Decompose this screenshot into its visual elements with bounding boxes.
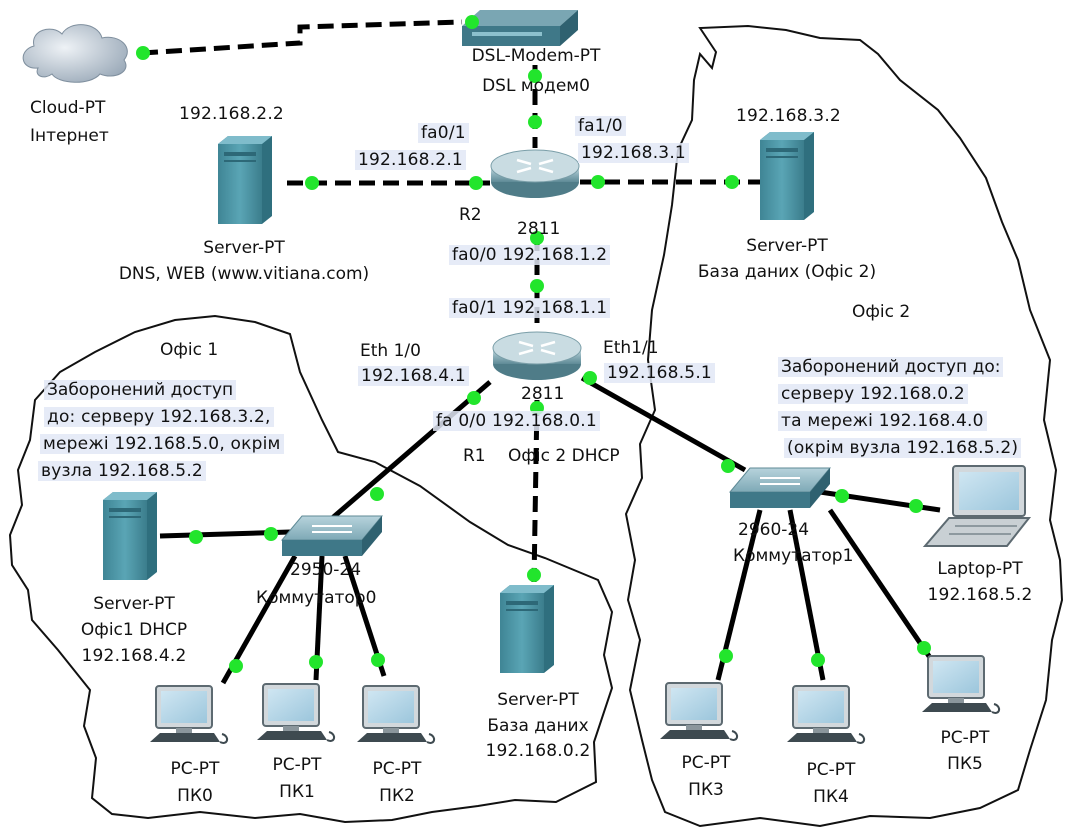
server-dhcp-office1-icon[interactable] xyxy=(103,492,157,580)
office1-note-line1: Заборонений доступ xyxy=(44,380,237,400)
pc1-icon[interactable] xyxy=(256,683,336,742)
switch0-name: Коммутатор0 xyxy=(256,588,377,608)
laptop-icon[interactable] xyxy=(922,465,1032,547)
r2-fa10-label: fa1/0 xyxy=(575,116,626,136)
office1-note-line2: до: серверу 192.168.3.2, xyxy=(44,407,274,427)
server-db-icon[interactable] xyxy=(500,585,554,673)
link-r1-switch0 xyxy=(328,380,492,522)
r1-eth11-ip: 192.168.5.1 xyxy=(604,363,715,383)
link-switch1-pc4 xyxy=(787,509,826,681)
cloud-name-label: Інтернет xyxy=(30,126,109,146)
pc5-icon[interactable] xyxy=(921,655,1001,714)
server-dns-ip: 192.168.2.2 xyxy=(179,104,284,124)
router-r2-model: 2811 xyxy=(517,219,561,239)
cloud-type-label: Cloud-PT xyxy=(30,98,106,118)
pc4-name: ПК4 xyxy=(813,787,849,807)
zone-office1-label: Офіс 1 xyxy=(160,340,219,360)
server-db-office2-icon[interactable] xyxy=(760,132,814,220)
pc5-name: ПК5 xyxy=(947,754,983,774)
pc3-type: PC-PT xyxy=(681,753,731,773)
server-db-name: База даних xyxy=(487,716,589,736)
router-r1-icon[interactable] xyxy=(491,330,583,382)
r2-fa00-label: fa0/0 192.168.1.2 xyxy=(449,245,611,265)
switch0-model: 2950-24 xyxy=(290,560,362,580)
modem-name-label: DSL модем0 xyxy=(482,76,590,96)
pc2-type: PC-PT xyxy=(372,759,422,779)
r1-fa01-label: fa0/1 192.168.1.1 xyxy=(449,298,611,318)
port-dots xyxy=(136,15,931,673)
office2-dhcp-label: Офіс 2 DHCP xyxy=(508,446,620,466)
office2-note-line4: (окрім вузла 192.168.5.2) xyxy=(784,438,1022,458)
pc2-icon[interactable] xyxy=(356,685,436,744)
server-db2-type: Server-PT xyxy=(746,236,828,256)
pc5-type: PC-PT xyxy=(940,728,990,748)
server-dns-name: DNS, WEB (www.vitiana.com) xyxy=(118,264,370,284)
server-dns-type: Server-PT xyxy=(203,238,285,258)
switch1-name: Коммутатор1 xyxy=(733,546,854,566)
link-cloud-modem xyxy=(141,19,463,56)
office1-note-line3: мережі 192.168.5.0, окрім xyxy=(40,434,284,454)
dsl-modem-icon[interactable] xyxy=(462,10,578,46)
r1-eth10-ip: 192.168.4.1 xyxy=(358,366,469,386)
server-db2-name: База даних (Офіс 2) xyxy=(697,262,877,282)
router-r2-name: R2 xyxy=(459,205,482,225)
server-db2-ip: 192.168.3.2 xyxy=(736,106,841,126)
pc2-name: ПК2 xyxy=(379,786,415,806)
switch1-model: 2960-24 xyxy=(738,520,810,540)
pc0-type: PC-PT xyxy=(170,759,220,779)
server-dhcp1-type: Server-PT xyxy=(93,594,175,614)
server-dhcp1-name: Офіс1 DHCP xyxy=(80,620,188,640)
pc4-type: PC-PT xyxy=(806,760,856,780)
server-dns-icon[interactable] xyxy=(218,136,272,224)
r1-eth10-label: Eth 1/0 xyxy=(360,341,421,361)
laptop-ip: 192.168.5.2 xyxy=(927,585,1033,605)
pc3-icon[interactable] xyxy=(659,682,739,741)
r1-fa00-label: fa 0/0 192.168.0.1 xyxy=(433,411,600,431)
modem-type-label: DSL-Modem-PT xyxy=(471,46,601,66)
r2-fa01-label: fa0/1 xyxy=(418,123,469,143)
pc0-icon[interactable] xyxy=(149,685,229,744)
r2-fa10-ip: 192.168.3.1 xyxy=(578,143,689,163)
zone-office1-outline xyxy=(8,314,614,824)
laptop-type: Laptop-PT xyxy=(937,559,1023,579)
switch0-icon[interactable] xyxy=(281,515,383,557)
office2-note-line3: та мережі 192.168.4.0 xyxy=(778,411,987,431)
router-r1-model: 2811 xyxy=(521,384,565,404)
pc3-name: ПК3 xyxy=(688,780,724,800)
office1-note-line4: вузла 192.168.5.2 xyxy=(38,461,206,481)
pc4-icon[interactable] xyxy=(786,685,866,744)
link-switch1-pc5 xyxy=(827,508,938,667)
server-db-ip: 192.168.0.2 xyxy=(485,741,591,761)
cloud-icon[interactable] xyxy=(22,24,128,83)
link-r1-switch1 xyxy=(580,375,747,473)
office2-note-line1: Заборонений доступ до: xyxy=(778,357,1004,377)
router-r2-icon[interactable] xyxy=(489,148,581,200)
zone-office2-label: Офіс 2 xyxy=(852,302,911,322)
r2-fa01-ip: 192.168.2.1 xyxy=(355,150,466,170)
server-db-type: Server-PT xyxy=(497,690,579,710)
pc1-type: PC-PT xyxy=(272,755,322,775)
office2-note-line2: серверу 192.168.0.2 xyxy=(778,384,968,404)
switch1-icon[interactable] xyxy=(729,467,831,509)
pc1-name: ПК1 xyxy=(279,782,315,802)
zone-office2-outline xyxy=(624,24,1064,828)
pc0-name: ПК0 xyxy=(177,786,213,806)
r1-eth11-label: Eth1/1 xyxy=(603,338,659,358)
server-dhcp1-ip: 192.168.4.2 xyxy=(81,646,187,666)
router-r1-name: R1 xyxy=(463,446,486,466)
